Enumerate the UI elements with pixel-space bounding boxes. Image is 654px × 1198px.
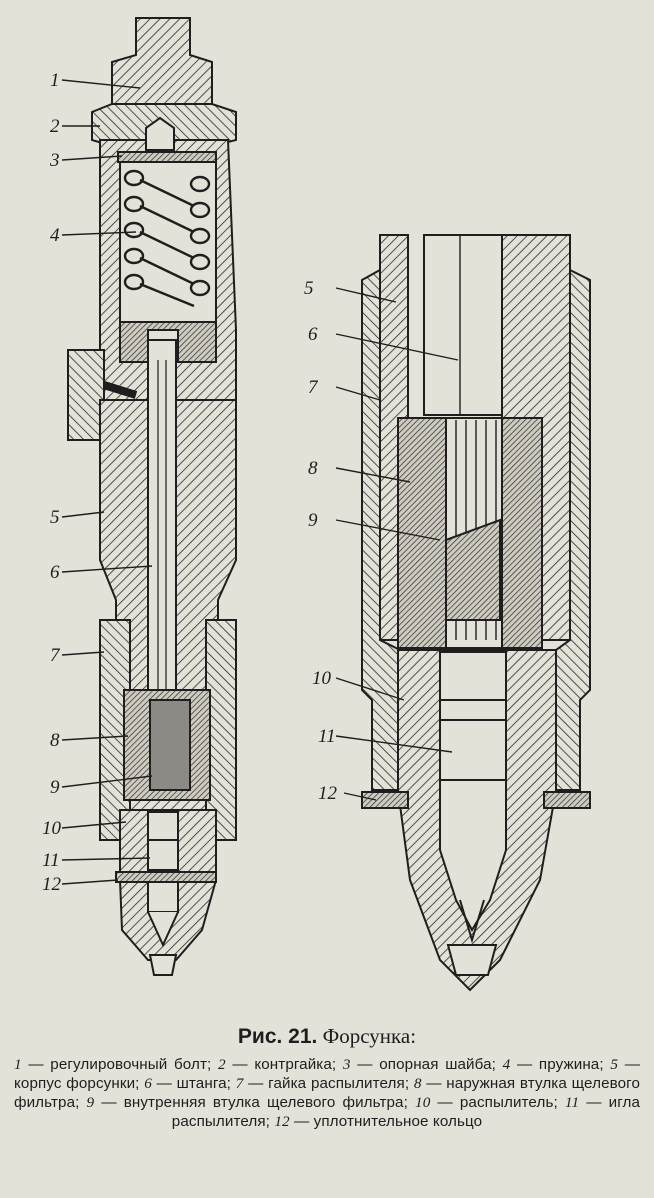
- caption-figure-title: Форсунка:: [317, 1024, 417, 1048]
- legend-text: — штанга;: [151, 1075, 236, 1092]
- label-left-9: 9: [50, 777, 60, 798]
- label-right-9: 9: [308, 510, 318, 531]
- left-view: [67, 17, 237, 976]
- right-view: [361, 234, 591, 992]
- label-right-12: 12: [318, 783, 338, 804]
- spring-washer: [117, 151, 217, 163]
- right-labels: 5 6 7 8 9 10 11 12: [304, 278, 338, 804]
- label-left-4: 4: [50, 225, 60, 246]
- legend-text: — игла распылителя;: [171, 1094, 641, 1130]
- legend-entry-2: 2 — контргайка;: [218, 1056, 343, 1073]
- legend-number: 2: [218, 1056, 226, 1073]
- legend-number: 8: [413, 1075, 422, 1092]
- legend-text: — гайка распылителя;: [243, 1075, 414, 1092]
- legend-entry-11: 11 — игла распылителя;: [172, 1094, 640, 1130]
- legend-number: 10: [415, 1094, 431, 1111]
- legend-number: 4: [502, 1056, 511, 1073]
- legend-number: 11: [564, 1094, 580, 1111]
- legend-entry-9: 9 — внутренняя втулка щелевого фильтра;: [87, 1094, 415, 1111]
- legend-number: 7: [235, 1075, 244, 1092]
- legend-text: — наружная втулка щелевого фильтра;: [14, 1075, 641, 1111]
- label-left-5: 5: [50, 507, 60, 528]
- label-right-10: 10: [312, 668, 332, 689]
- label-left-12: 12: [42, 874, 62, 895]
- label-left-2: 2: [50, 116, 60, 137]
- legend-text: — регулировочный болт;: [21, 1056, 219, 1073]
- legend-text: — опорная шайба;: [350, 1056, 503, 1073]
- legend-number: 5: [610, 1056, 619, 1073]
- legend-text: — внутренняя втулка щелевого фильтра;: [94, 1094, 416, 1111]
- right-rod: [423, 234, 503, 416]
- legend-number: 3: [342, 1056, 351, 1073]
- injector-diagram: 1 2 3 4 5 6 7 8 9 10 11 12: [42, 17, 591, 992]
- label-right-5: 5: [304, 278, 314, 299]
- legend-number: 12: [274, 1113, 290, 1130]
- caption-figure-number: Рис. 21.: [237, 1025, 318, 1048]
- legend-entry-5: 5 — корпус форсунки;: [14, 1056, 640, 1092]
- legend-entry-8: 8 — наружная втулка щелевого фильтра;: [14, 1075, 640, 1111]
- label-left-3: 3: [49, 150, 60, 171]
- legend-text: — распылитель;: [430, 1094, 565, 1111]
- spring: [123, 169, 211, 308]
- label-right-6: 6: [308, 324, 318, 345]
- legend-entry-7: 7 — гайка распылителя;: [236, 1075, 414, 1092]
- legend-entry-6: 6 — штанга;: [144, 1075, 236, 1092]
- legend-number: 1: [14, 1056, 22, 1073]
- legend-text: — контргайка;: [225, 1056, 343, 1073]
- legend-text: — пружина;: [510, 1056, 611, 1073]
- right-needle: [439, 651, 507, 933]
- legend-entry-1: 1 — регулировочный болт;: [14, 1056, 218, 1073]
- legend-entry-3: 3 — опорная шайба;: [343, 1056, 503, 1073]
- right-leaders: [335, 287, 459, 801]
- legend-text: — уплотнительное кольцо: [289, 1113, 483, 1130]
- label-right-7: 7: [308, 377, 319, 398]
- legend-number: 6: [144, 1075, 152, 1092]
- left-labels: 1 2 3 4 5 6 7 8 9 10 11 12: [42, 70, 62, 895]
- caption-title: Рис. 21. Форсунка:: [14, 1024, 640, 1049]
- label-right-8: 8: [308, 458, 318, 479]
- right-seal-ring: [361, 791, 409, 809]
- legend-entry-12: 12 — уплотнительное кольцо: [274, 1113, 482, 1130]
- left-leaders: [61, 79, 153, 885]
- label-left-6: 6: [50, 562, 60, 583]
- label-left-10: 10: [42, 818, 62, 839]
- label-right-11: 11: [318, 726, 336, 747]
- inlet-fitting: [67, 349, 105, 441]
- label-left-7: 7: [50, 645, 61, 666]
- label-left-8: 8: [50, 730, 60, 751]
- seal-ring: [115, 871, 217, 883]
- filter-inner: [149, 699, 191, 791]
- legend-entry-4: 4 — пружина;: [503, 1056, 611, 1073]
- needle: [147, 811, 179, 913]
- legend-entry-10: 10 — распылитель;: [415, 1094, 565, 1111]
- legend-number: 9: [86, 1094, 95, 1111]
- label-left-11: 11: [42, 850, 60, 871]
- legend-text: — корпус форсунки;: [14, 1056, 640, 1092]
- caption-legend: 1 — регулировочный болт; 2 — контргайка;…: [14, 1055, 640, 1131]
- figure-caption: Рис. 21. Форсунка: 1 — регулировочный бо…: [14, 1024, 640, 1131]
- label-left-1: 1: [50, 70, 60, 91]
